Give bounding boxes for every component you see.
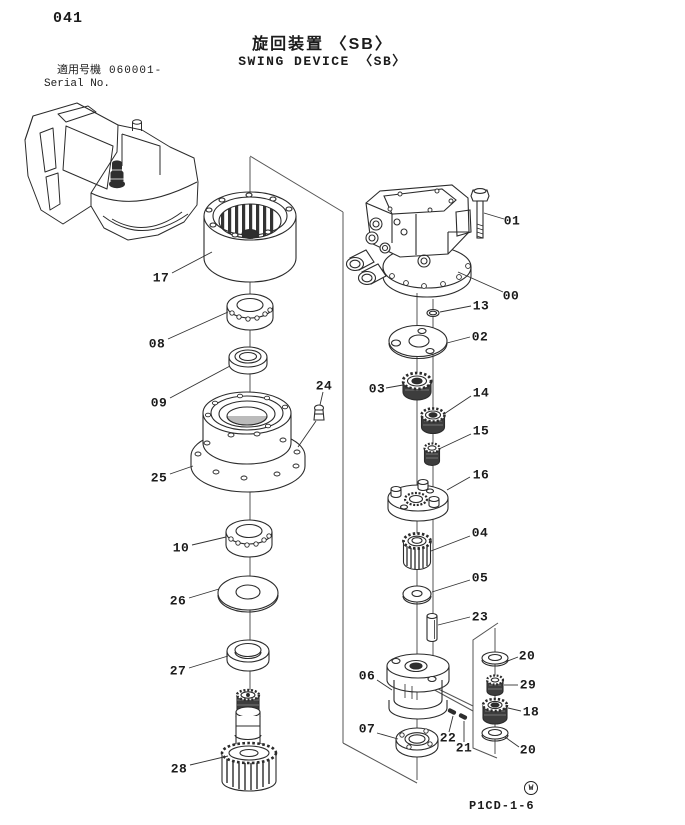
part-21-pin (458, 713, 468, 720)
part-callout-26: 26 (169, 593, 187, 609)
swing-device-highlight (109, 160, 125, 189)
part-callout-06: 06 (358, 668, 376, 684)
part-callout-00: 00 (502, 288, 520, 304)
serial-number-block: 適用号機 060001- Serial No. (44, 64, 162, 91)
part-01-bolt (470, 188, 490, 239)
part-09-seal-ring (228, 346, 268, 375)
part-callout-22: 22 (439, 730, 457, 746)
part-callout-21: 21 (455, 740, 473, 756)
part-callout-27: 27 (169, 663, 187, 679)
serial-label-jp: 適用号機 (57, 64, 101, 76)
part-callout-24: 24 (315, 378, 333, 394)
part-28-pinion-shaft (220, 688, 278, 792)
part-06-carrier (386, 653, 450, 720)
part-08-bearing (226, 293, 274, 331)
part-24-plug (313, 404, 325, 421)
part-07-flange (395, 727, 439, 758)
part-callout-15: 15 (472, 423, 490, 439)
part-callout-20: 20 (519, 742, 537, 758)
part-00-swing-motor (345, 184, 472, 298)
title-japanese: 旋回装置 〈SB〉 (252, 36, 393, 53)
part-15-gear (423, 442, 441, 467)
part-23-pin (426, 612, 438, 643)
part-25-housing (190, 391, 306, 493)
part-callout-23: 23 (471, 609, 489, 625)
part-callout-13: 13 (472, 298, 490, 314)
part-callout-10: 10 (172, 540, 190, 556)
part-20-washer-lower (481, 726, 509, 742)
part-callout-18: 18 (522, 704, 540, 720)
part-13-o-ring (426, 308, 440, 318)
serial-label-en: Serial No. (44, 78, 111, 90)
part-callout-03: 03 (368, 381, 386, 397)
page-number: 041 (53, 10, 84, 27)
part-callout-05: 05 (471, 570, 489, 586)
part-callout-25: 25 (150, 470, 168, 486)
part-callout-20: 20 (518, 648, 536, 664)
document-code: P1CD-1-6 (469, 799, 535, 813)
part-27-collar (226, 639, 270, 672)
part-26-washer (217, 575, 279, 613)
circled-w-mark: W (524, 781, 538, 795)
part-04-sun-gear (402, 532, 432, 571)
part-callout-16: 16 (472, 467, 490, 483)
part-02-plate (388, 324, 448, 360)
part-callout-14: 14 (472, 385, 490, 401)
part-callout-01: 01 (503, 213, 521, 229)
part-callout-29: 29 (519, 677, 537, 693)
part-18-gear (481, 697, 509, 725)
excavator-location-illustration (24, 102, 199, 241)
part-callout-02: 02 (471, 329, 489, 345)
part-callout-28: 28 (170, 761, 188, 777)
part-callout-04: 04 (471, 525, 489, 541)
callout-leader-lines (167, 212, 522, 766)
part-17-ring-gear (203, 191, 297, 283)
part-10-bearing (225, 519, 273, 558)
part-callout-07: 07 (358, 721, 376, 737)
part-29-bushing (485, 674, 505, 697)
serial-value: 060001- (109, 65, 163, 77)
part-20-washer-upper (481, 651, 509, 667)
part-callout-17: 17 (152, 270, 170, 286)
part-22-pin (447, 708, 457, 715)
part-callout-08: 08 (148, 336, 166, 352)
title-english: SWING DEVICE 〈SB〉 (238, 54, 407, 69)
part-callout-09: 09 (150, 395, 168, 411)
part-03-gear (401, 371, 433, 401)
part-16-carrier-plate (387, 478, 449, 522)
part-14-gear (420, 407, 446, 435)
part-05-washer (402, 585, 432, 605)
